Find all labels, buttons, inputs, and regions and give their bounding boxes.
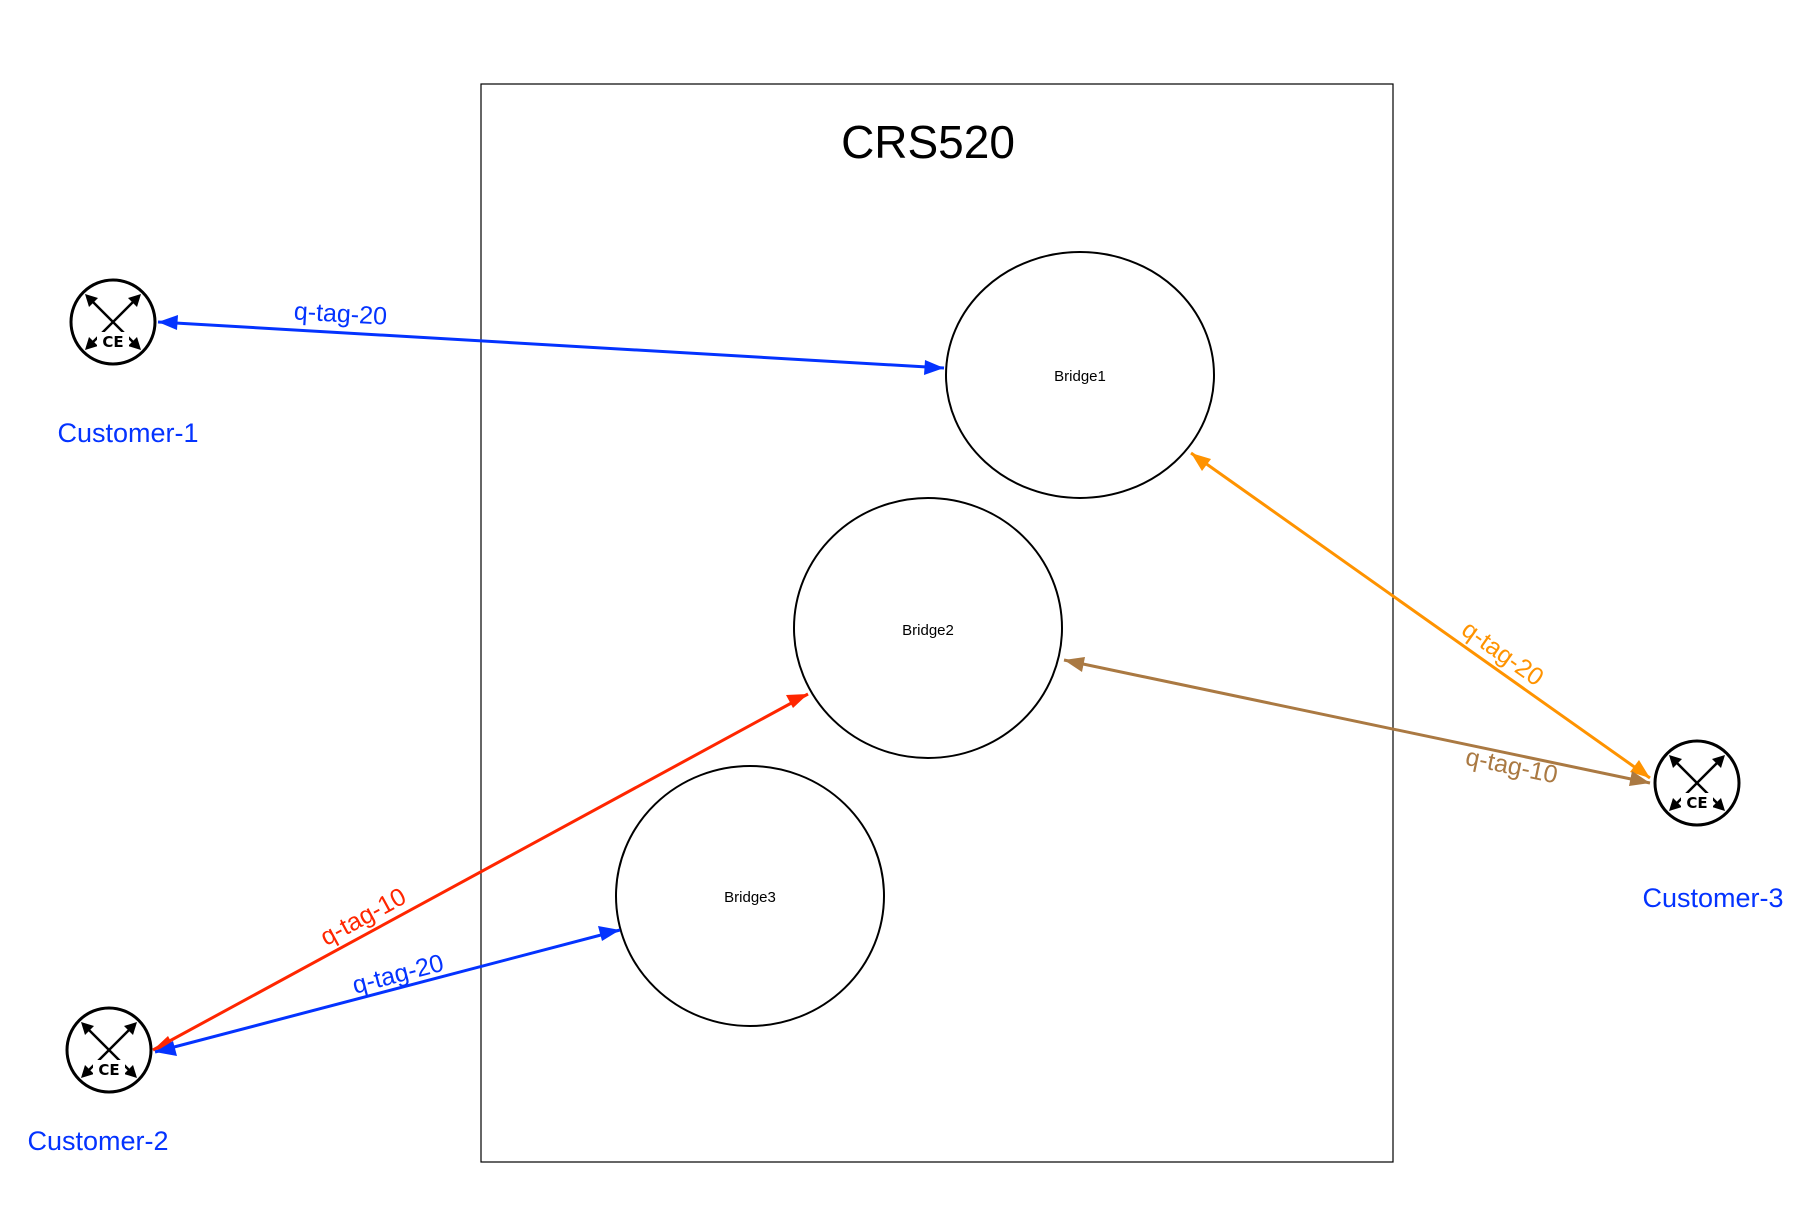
customer3-ce-text: CE: [1686, 794, 1707, 812]
bridge1-node[interactable]: Bridge1: [945, 251, 1215, 499]
bridge2-node[interactable]: Bridge2: [793, 497, 1063, 759]
bridge3-label: Bridge3: [724, 889, 776, 906]
link-customer1-bridge1: q-tag-20: [157, 297, 945, 375]
link-label-customer2-bridge3: q-tag-20: [349, 949, 446, 1000]
customer2-ce-text: CE: [98, 1061, 119, 1079]
bridge3-node[interactable]: Bridge3: [615, 765, 885, 1027]
customer2-label: Customer-2: [27, 1126, 168, 1156]
customer2-ce-router-icon[interactable]: CE: [65, 1006, 153, 1094]
link-label-customer3-bridge2: q-tag-10: [1463, 743, 1560, 789]
diagram-title: CRS520: [841, 116, 1015, 168]
customer1-ce-router-icon[interactable]: CE: [69, 278, 157, 366]
customer3-label: Customer-3: [1642, 883, 1783, 913]
bridge2-label: Bridge2: [902, 622, 954, 639]
customer1-label: Customer-1: [57, 418, 198, 448]
customer3-ce-router-icon[interactable]: CE: [1653, 739, 1741, 827]
link-label-customer1-bridge1: q-tag-20: [293, 297, 388, 330]
link-label-customer3-bridge1: q-tag-20: [1457, 615, 1549, 692]
customer1-ce-text: CE: [102, 333, 123, 351]
bridge1-label: Bridge1: [1054, 368, 1106, 385]
